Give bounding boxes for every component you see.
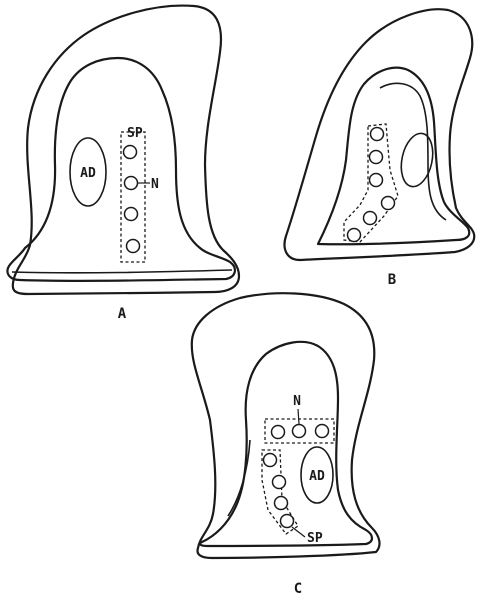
panel-a-cell (125, 177, 138, 190)
panel-b-organ (397, 130, 438, 189)
panel-a-cell (124, 146, 137, 159)
panel-b-caption: B (388, 272, 396, 288)
panel-b: B (285, 9, 475, 288)
panel-b-cell (371, 128, 384, 141)
panel-b-inner-outline (318, 68, 469, 245)
panel-c-caption: C (294, 581, 302, 597)
panel-a-cell (127, 240, 140, 253)
panel-c-sp-label: SP (307, 531, 323, 546)
panel-b-cell (364, 212, 377, 225)
panel-c: AD N SP C (192, 293, 380, 597)
panel-c-cell (264, 454, 277, 467)
panel-c-n-label: N (293, 394, 301, 409)
panel-b-cell (348, 229, 361, 242)
panel-c-cell (293, 425, 306, 438)
panel-c-cell (316, 425, 329, 438)
panel-a-base-line (12, 270, 232, 273)
panel-a-sp-label: SP (127, 126, 143, 141)
panel-c-cell (275, 497, 288, 510)
panel-c-cell (272, 426, 285, 439)
panel-b-cell (382, 197, 395, 210)
panel-c-ad-label: AD (309, 469, 325, 484)
panel-a-cell (125, 208, 138, 221)
panel-c-sp-leader (292, 527, 305, 537)
panel-a-caption: A (118, 306, 127, 322)
panel-b-cell (370, 151, 383, 164)
panel-c-cell (281, 515, 294, 528)
panel-a-n-label: N (151, 177, 159, 192)
panel-c-cell (273, 476, 286, 489)
panel-c-n-leader (298, 409, 299, 424)
panel-b-cell (370, 174, 383, 187)
panel-a-ad-label: AD (80, 166, 96, 181)
panel-a: AD SP N A (8, 6, 240, 322)
